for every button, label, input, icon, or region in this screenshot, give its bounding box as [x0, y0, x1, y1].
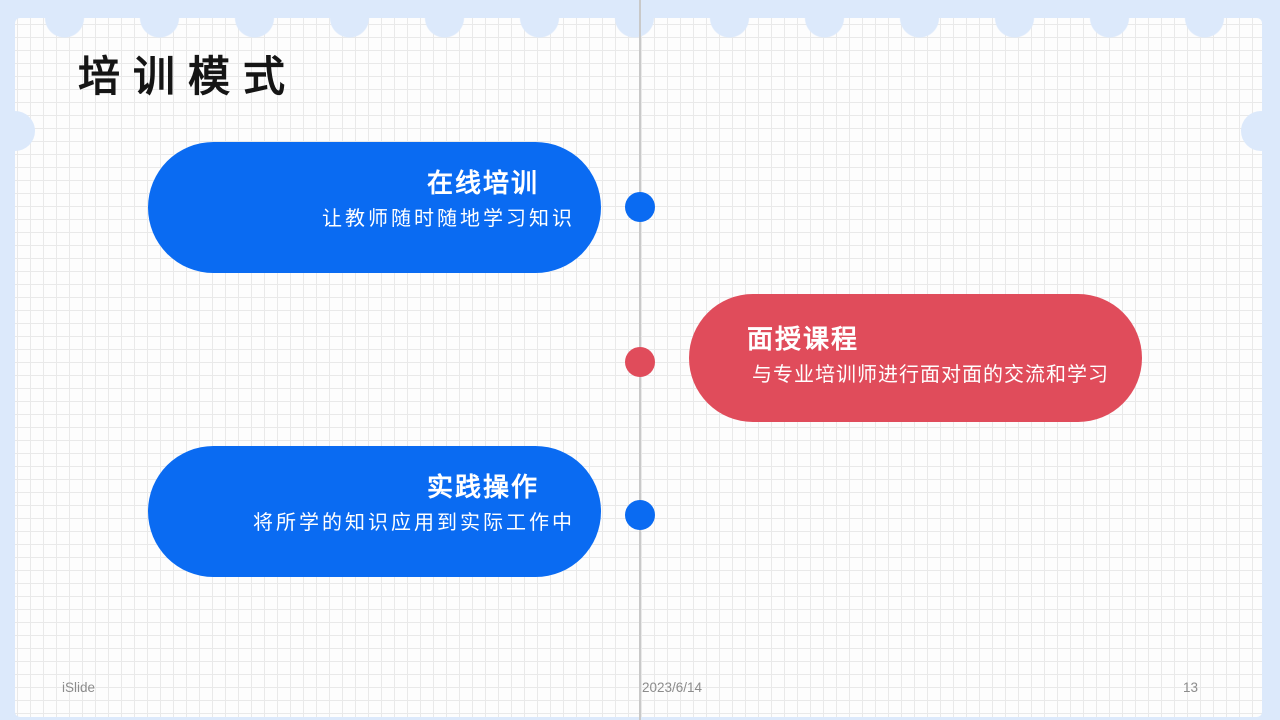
- mode-card-practice: 实践操作 将所学的知识应用到实际工作中: [148, 446, 601, 577]
- mode-title: 在线培训: [426, 168, 539, 198]
- mode-description: 与专业培训师进行面对面的交流和学习: [752, 364, 1109, 386]
- mode-title: 实践操作: [426, 472, 539, 502]
- brand-label: iSlide: [62, 680, 96, 695]
- edge-notch-left: [0, 111, 35, 151]
- timeline-dot-1: [625, 192, 655, 222]
- mode-description: 让教师随时随地学习知识: [322, 208, 575, 230]
- mode-description: 将所学的知识应用到实际工作中: [253, 512, 575, 534]
- mode-card-text: 在线培训 让教师随时随地学习知识: [322, 168, 575, 233]
- mode-card-online-training: 在线培训 让教师随时随地学习知识: [148, 142, 601, 273]
- mode-card-text: 面授课程 与专业培训师进行面对面的交流和学习: [747, 324, 1109, 389]
- mode-card-classroom-course: 面授课程 与专业培训师进行面对面的交流和学习: [689, 294, 1142, 422]
- timeline-dot-2: [625, 347, 655, 377]
- mode-title: 面授课程: [747, 324, 860, 354]
- timeline-dot-3: [625, 500, 655, 530]
- mode-card-text: 实践操作 将所学的知识应用到实际工作中: [253, 472, 575, 537]
- page-number: 13: [1183, 680, 1199, 695]
- edge-notch-right: [1241, 111, 1280, 151]
- slide-date: 2023/6/14: [642, 680, 703, 695]
- page-title: 培训模式: [78, 53, 299, 100]
